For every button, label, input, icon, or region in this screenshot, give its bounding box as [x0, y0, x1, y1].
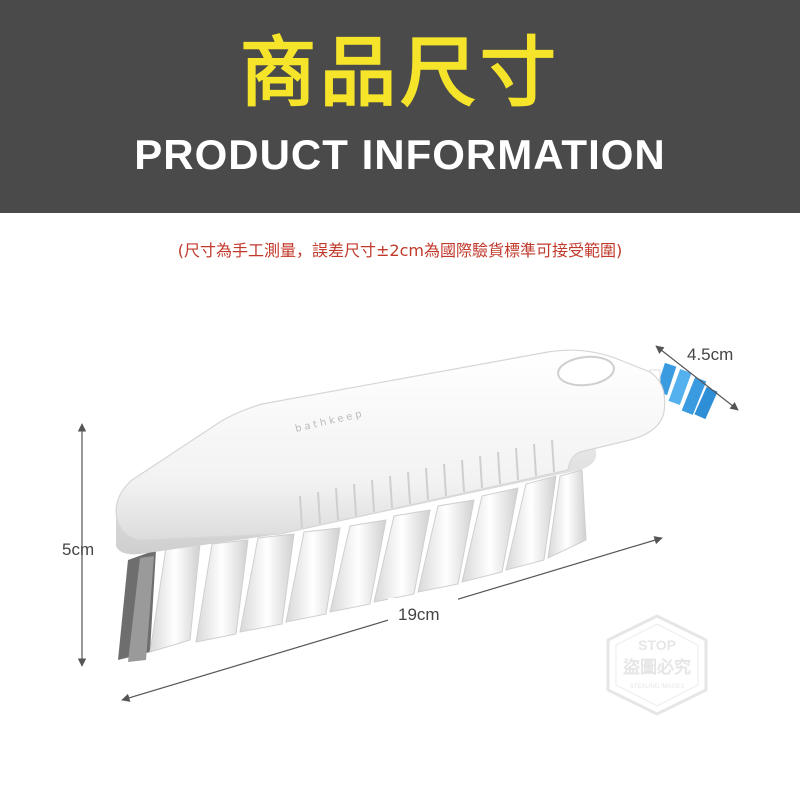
grip-ribs: [299, 439, 555, 529]
watermark-top: STOP: [638, 637, 676, 653]
page-subtitle: PRODUCT INFORMATION: [134, 131, 666, 178]
product-illustration: bathkeep 5cm 19cm 4.5cm STOP 盜圖必究 STEALI…: [62, 345, 739, 716]
measurement-note: (尺寸為手工測量，誤差尺寸±2cm為國際驗貨標準可接受範圍): [177, 241, 623, 260]
dimension-height: 5cm: [62, 423, 94, 667]
dimension-length: 19cm: [121, 536, 663, 702]
watermark-stamp: STOP 盜圖必究 STEALING IMAGES: [606, 614, 708, 716]
height-label: 5cm: [62, 540, 94, 559]
head-label: 4.5cm: [687, 345, 733, 364]
length-label: 19cm: [398, 605, 440, 624]
hanging-hole: [557, 355, 615, 387]
watermark-bottom: STEALING IMAGES: [630, 684, 685, 690]
watermark-main: 盜圖必究: [623, 657, 691, 678]
page-title: 商品尺寸: [240, 28, 560, 117]
dimension-head: 4.5cm: [655, 345, 739, 411]
header-banner: 商品尺寸 PRODUCT INFORMATION: [0, 0, 800, 213]
